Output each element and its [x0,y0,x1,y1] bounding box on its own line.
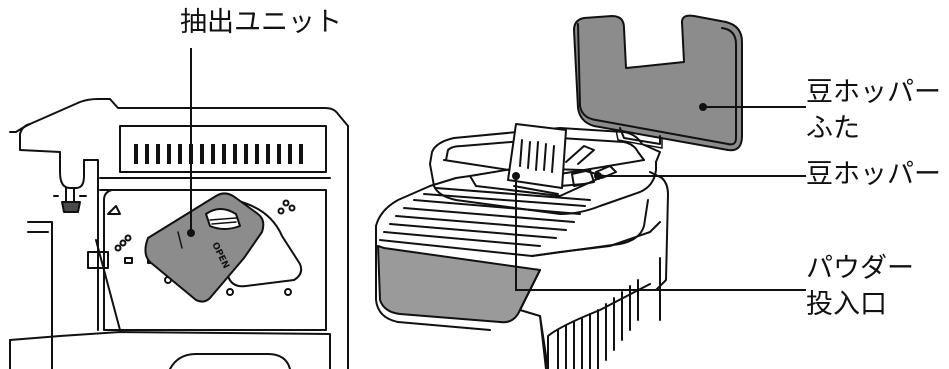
bean-hopper-label: 豆ホッパー [806,160,941,190]
brew-unit-label: 抽出ユニット [180,8,342,38]
bean-hopper-lid-label-line1: 豆ホッパー [806,78,941,108]
powder-inlet-leader-dot [512,172,520,180]
bean-hopper-lid-label-line2: ふた [806,114,860,144]
machine-right-illustration [376,16,742,369]
hopper-lid-leader-dot [699,103,707,111]
machine-left-illustration [10,99,348,369]
brew-unit-leader-dot [187,229,195,237]
powder-inlet-label-line1: パウダー [806,254,914,284]
left-vent-slots [134,144,303,164]
hopper-leader-dot [594,172,602,180]
powder-inlet-label-line2: 投入口 [806,290,887,320]
